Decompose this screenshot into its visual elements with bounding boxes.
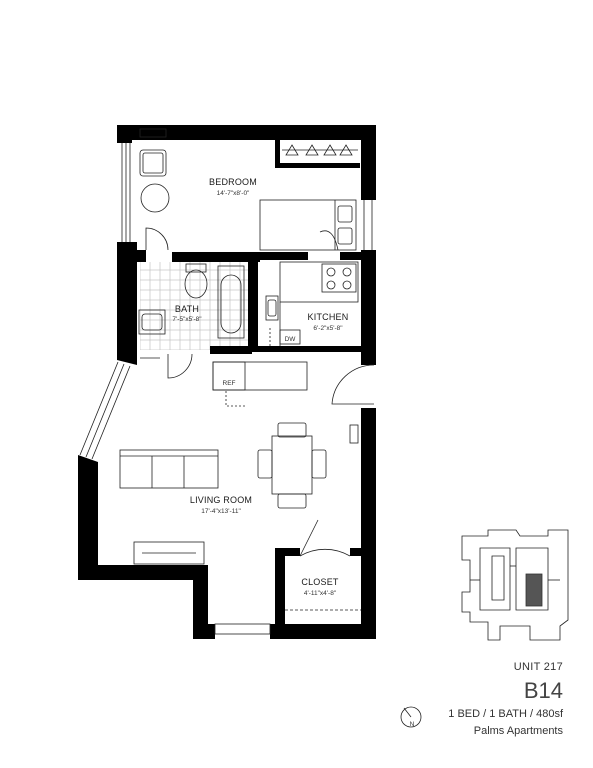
bath-label: BATH	[175, 304, 199, 314]
compass-label: N	[410, 721, 415, 728]
kitchen-label: KITCHEN	[308, 312, 349, 322]
walls	[78, 125, 376, 639]
living-room-label: LIVING ROOM	[190, 495, 252, 505]
fixtures	[79, 128, 375, 635]
dishwasher-label: DW	[285, 336, 297, 343]
building-name: Palms Apartments	[473, 725, 563, 737]
key-plan	[461, 529, 569, 641]
unit-type-code: B14	[523, 678, 563, 703]
refrigerator-label: REF	[223, 380, 236, 387]
compass-icon: N	[400, 706, 422, 728]
bath-dimensions: 7'-5"x5'-8"	[172, 316, 202, 323]
bedroom-dimensions: 14'-7"x8'-0"	[217, 190, 250, 197]
unit-number: UNIT 217	[513, 661, 563, 673]
bedroom-label: BEDROOM	[209, 177, 257, 187]
living-room-dimensions: 17'-4"x13'-11"	[201, 508, 241, 515]
key-plan-unit-highlight	[525, 573, 543, 607]
unit-specs: 1 BED / 1 BATH / 480sf	[448, 708, 563, 720]
bath-tile-floor	[140, 262, 250, 350]
closet-dimensions: 4'-11"x4'-8"	[304, 590, 337, 597]
closet-label: CLOSET	[301, 577, 339, 587]
kitchen-dimensions: 6'-2"x5'-8"	[313, 325, 343, 332]
